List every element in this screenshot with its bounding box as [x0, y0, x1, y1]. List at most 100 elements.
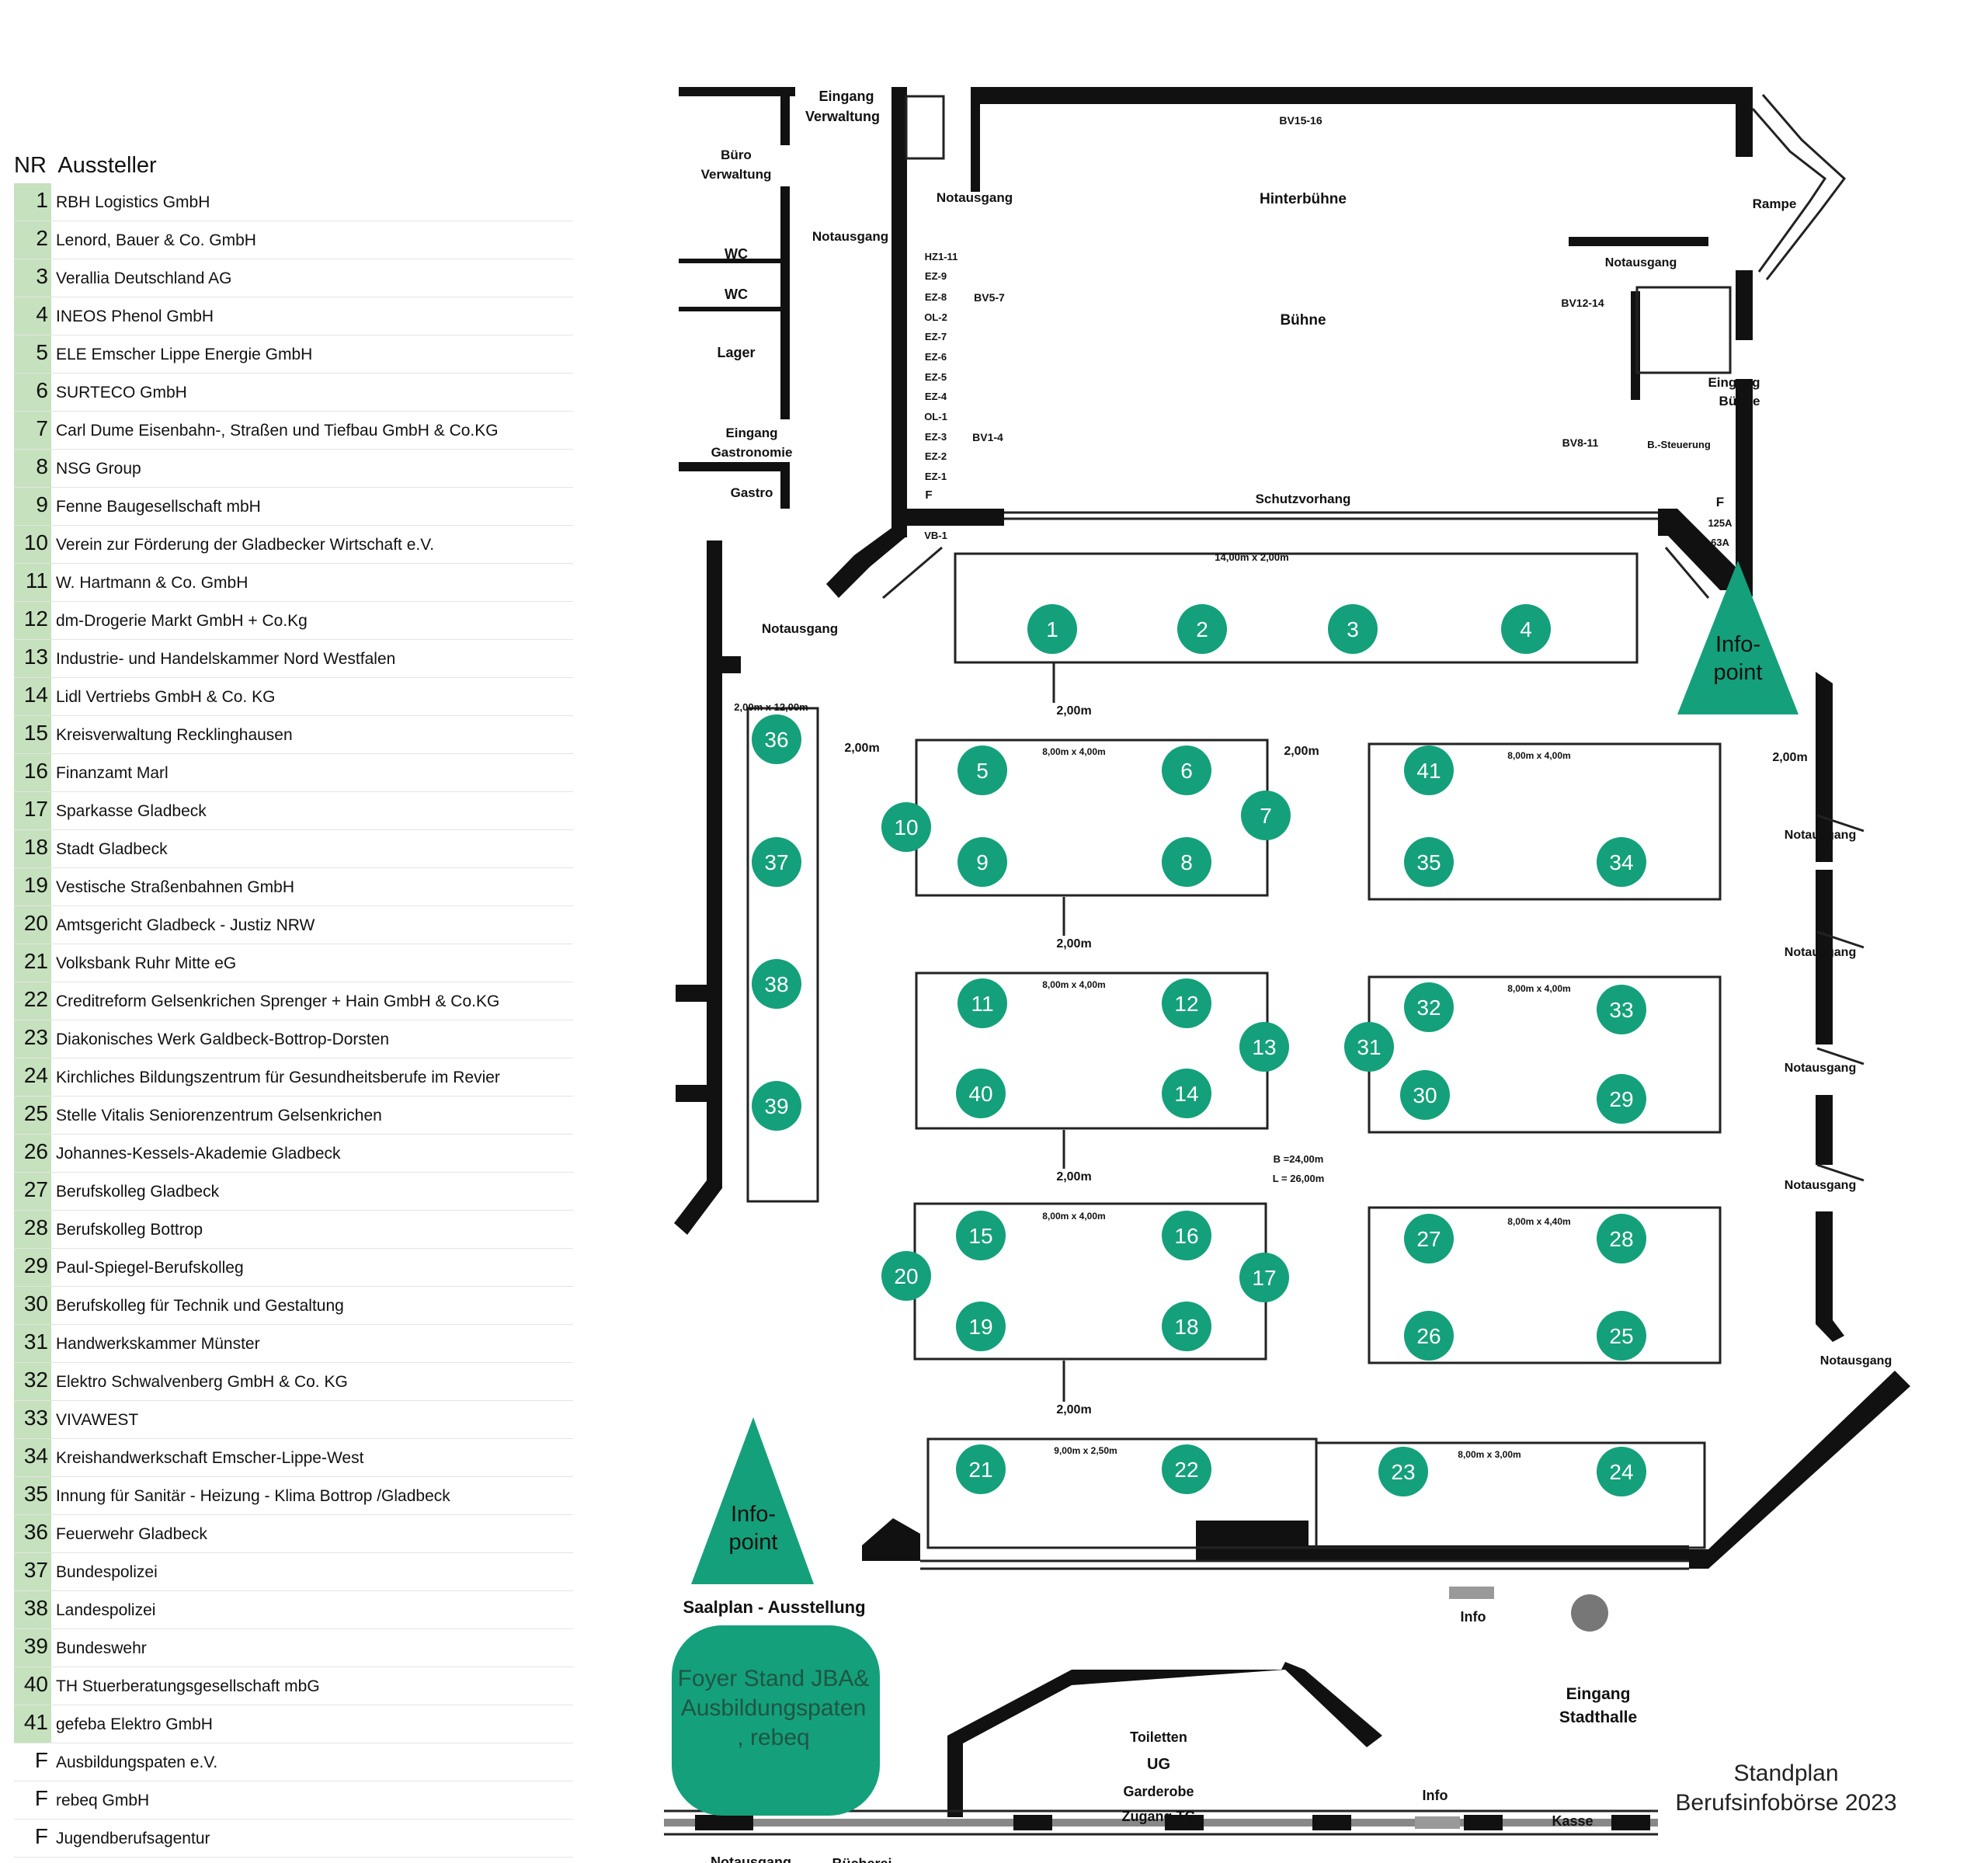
plan-label: Verwaltung: [701, 167, 772, 182]
stand-marker: [1378, 1447, 1428, 1496]
stand-number: 25: [1609, 1324, 1633, 1348]
plan-label: Notausgang: [762, 621, 838, 636]
stand-marker: [956, 1444, 1006, 1494]
stand-number: 36: [764, 728, 788, 752]
foyer-line2: Ausbildungspaten: [680, 1695, 867, 1721]
plan-label: 14,00m x 2,00m: [1215, 551, 1288, 563]
legend-number: 1: [14, 183, 51, 221]
legend-number: 13: [14, 640, 51, 677]
stand-38: 38: [752, 959, 801, 1009]
stand-table-25-28: [1368, 1206, 1722, 1364]
stand-23: 23: [1378, 1447, 1428, 1496]
legend-exhibitor-name: Kreishandwerkschaft Emscher-Lippe-West: [56, 1449, 364, 1467]
plan-label: Notausgang: [812, 229, 888, 244]
stand-marker: [1404, 837, 1454, 887]
plan-label: Verwaltung: [805, 109, 880, 124]
legend-number: F: [34, 1748, 48, 1772]
plan-label: Bühne: [1280, 312, 1326, 328]
plan-label: Hinterbühne: [1260, 191, 1347, 207]
plan-label: BV5-7: [974, 291, 1005, 304]
stand-number: 40: [968, 1082, 992, 1106]
stand-number: 35: [1416, 850, 1441, 874]
legend-number: 16: [14, 754, 51, 791]
plan-label: 8,00m x 3,00m: [1458, 1449, 1521, 1460]
foyer-stand-label: Foyer Stand JBA& Ausbildungspaten , rebe…: [669, 1664, 878, 1753]
stand-4: 4: [1501, 604, 1551, 654]
legend-exhibitor-name: Paul-Spiegel-Berufskolleg: [56, 1259, 244, 1277]
plan-label: EZ-3: [925, 431, 947, 443]
legend-number: 7: [14, 412, 51, 449]
stand-number: 5: [976, 759, 989, 783]
plan-label: Toiletten: [1130, 1729, 1187, 1745]
stand-number: 17: [1252, 1266, 1276, 1290]
stand-number: 28: [1609, 1227, 1633, 1251]
plan-label: 2,00m: [844, 742, 879, 755]
stand-marker: [1162, 1302, 1211, 1351]
stand-12: 12: [1162, 978, 1211, 1028]
plan-label: EZ-5: [925, 371, 947, 383]
stand-33: 33: [1597, 985, 1646, 1034]
stand-marker: [956, 1302, 1006, 1351]
legend-header-name: Aussteller: [57, 153, 157, 178]
plan-label: Info: [1423, 1788, 1448, 1803]
legend-header: NR Aussteller: [14, 148, 573, 183]
info-points: [672, 561, 1799, 1816]
stand-27: 27: [1404, 1214, 1454, 1263]
legend-exhibitor-name: RBH Logistics GmbH: [56, 193, 210, 211]
plan-label: 2,00m: [1056, 937, 1091, 951]
stand-40: 40: [956, 1069, 1006, 1118]
stand-number: 21: [968, 1458, 992, 1482]
stand-24: 24: [1597, 1447, 1646, 1496]
legend-number: 24: [14, 1058, 51, 1096]
legend-exhibitor-name: Kreisverwaltung Recklinghausen: [56, 726, 293, 744]
plan-label: Info: [1461, 1609, 1486, 1625]
stand-8: 8: [1162, 837, 1211, 887]
stand-29: 29: [1597, 1074, 1646, 1124]
plan-label: Notausgang: [1820, 1354, 1892, 1368]
legend-number: 18: [14, 830, 51, 867]
stand-34: 34: [1597, 837, 1646, 887]
plan-label: Lager: [717, 345, 755, 360]
legend-exhibitor-name: Volksbank Ruhr Mitte eG: [56, 954, 237, 972]
legend-number: 33: [14, 1401, 51, 1438]
plan-label: 8,00m x 4,00m: [1042, 746, 1105, 757]
plan-label: 2,00m: [1056, 1403, 1091, 1416]
legend-exhibitor-name: Diakonisches Werk Galdbeck-Bottrop-Dorst…: [56, 1031, 390, 1048]
misc-symbols: [1415, 1587, 1608, 1829]
legend-number: 23: [14, 1020, 51, 1058]
plan-label: 8,00m x 4,00m: [1507, 983, 1570, 994]
legend-exhibitor-name: Berufskolleg Gladbeck: [56, 1183, 220, 1201]
stand-table-23-24: [1315, 1441, 1706, 1549]
plan-label: B =24,00m: [1274, 1153, 1324, 1165]
plan-label: OL-2: [924, 311, 947, 323]
legend-number: 6: [14, 374, 51, 411]
legend-exhibitor-name: Handwerkskammer Münster: [56, 1335, 260, 1353]
legend-row: 1 RBH Logistics GmbH: [14, 183, 573, 221]
info-counter: [1449, 1587, 1494, 1599]
stand-number: 39: [764, 1094, 788, 1118]
plan-label: 2,00m: [1056, 1170, 1091, 1183]
plan-label: Gastro: [731, 485, 773, 500]
stand-tables: [746, 552, 1722, 1549]
stand-marker: [1162, 978, 1211, 1028]
legend-exhibitor-name: INEOS Phenol GmbH: [56, 308, 214, 325]
legend-number: 3: [14, 259, 51, 297]
standplan-line2: Berufsinfobörse 2023: [1675, 1790, 1897, 1816]
stand-marker: [1239, 1022, 1289, 1072]
plan-label: EZ-1: [925, 471, 947, 482]
legend-number: 22: [14, 982, 51, 1020]
stand-number: 31: [1357, 1035, 1381, 1059]
